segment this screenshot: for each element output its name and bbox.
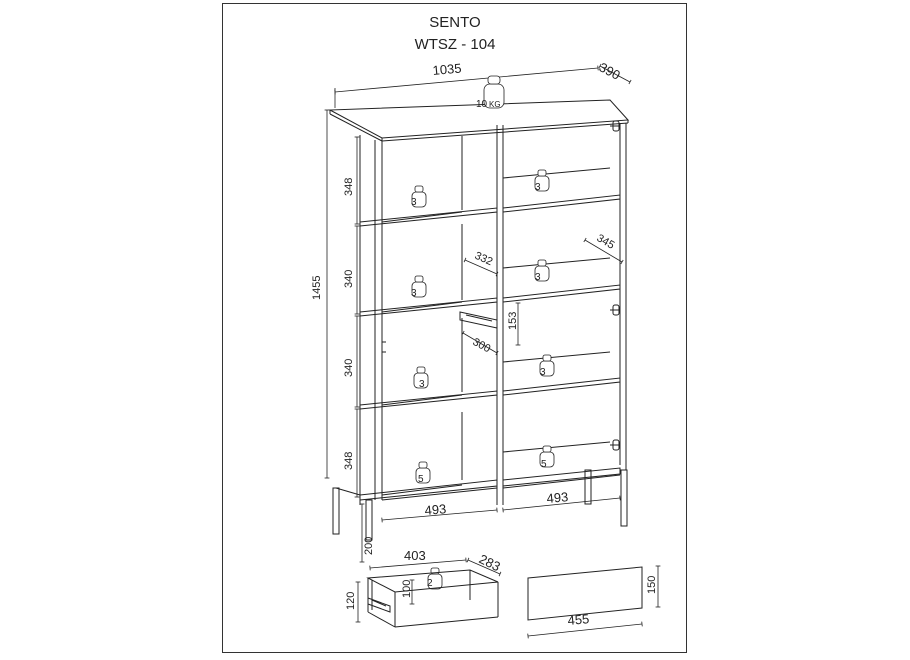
dim-panel-height: 150 (646, 576, 658, 594)
drawer-front-panel (527, 566, 643, 621)
dim-drawer-front-depth: 300 (471, 336, 493, 355)
dim-compartment-left: 493 (424, 501, 447, 518)
dim-drawer-inner-height: 100 (401, 580, 413, 598)
dim-panel-width: 455 (567, 611, 590, 628)
dim-compartment-right: 493 (546, 489, 569, 506)
dim-shelf-upper: 340 (343, 270, 355, 288)
load-r2-left: 3 (411, 288, 417, 299)
weight-icon-r3l (413, 366, 429, 389)
weight-icon-r1l (411, 185, 427, 208)
load-drawer: 2 (427, 578, 433, 589)
load-r4-left: 5 (418, 474, 424, 485)
weight-icon-r2l (411, 275, 427, 298)
shelf-2 (359, 284, 621, 317)
weight-icon-r1r (534, 169, 550, 192)
load-r4-right: 5 (541, 459, 547, 470)
leg-front-right (620, 469, 628, 527)
hinge-bottom (610, 439, 620, 451)
shelf-1 (359, 194, 621, 227)
load-top-unit: KG (489, 100, 501, 109)
product-name: SENTO (429, 14, 481, 31)
dim-leg-height: 200 (363, 537, 375, 555)
load-top: 10 (476, 99, 488, 110)
load-r2-right: 3 (535, 272, 541, 283)
load-r1-left: 3 (411, 197, 417, 208)
dim-width: 1035 (432, 61, 462, 78)
dim-height: 1455 (311, 276, 323, 300)
drawer-runner-icon (459, 311, 498, 329)
hinge-top (610, 120, 620, 132)
load-r3-right: 3 (540, 367, 546, 378)
load-r1-right: 3 (535, 182, 541, 193)
weight-top-icon (483, 75, 505, 109)
dim-drawer-outer-height: 120 (345, 592, 357, 610)
weight-icon-r2r (534, 259, 550, 282)
dim-shelf-lower: 340 (343, 359, 355, 377)
dim-shelf-bottom: 348 (343, 452, 355, 470)
dim-shelf-top: 348 (343, 178, 355, 196)
weight-icon-r4r (539, 445, 555, 468)
dim-shelf-depth-outer: 345 (595, 232, 617, 252)
drawer-slide-icon (367, 597, 391, 613)
leg-front-left (332, 487, 340, 535)
weight-icon-r4l (415, 461, 431, 484)
model-code: WTSZ - 104 (414, 36, 496, 53)
weight-icon-r3r (539, 354, 555, 377)
dim-drawer-front-height: 153 (507, 312, 519, 330)
dim-drawer-depth: 283 (477, 551, 503, 574)
drawer-detail (366, 569, 499, 628)
load-r3-left: 3 (419, 379, 425, 390)
leg-front-mid (365, 499, 373, 541)
dim-drawer-width: 403 (404, 548, 426, 563)
dim-shelf-depth-inner: 332 (473, 250, 495, 268)
hinge-mid (610, 304, 620, 316)
dim-depth: 390 (597, 59, 623, 82)
leg-rear-right (584, 469, 592, 505)
bottom-shelf (359, 467, 621, 501)
shelf-3 (359, 377, 621, 410)
